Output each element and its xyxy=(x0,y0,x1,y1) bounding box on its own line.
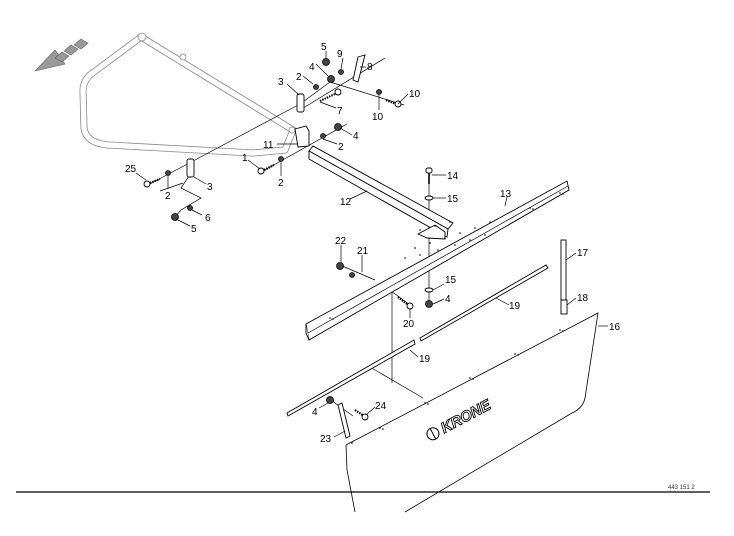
callout-4: 4 xyxy=(309,62,315,73)
threaded-rod-7 xyxy=(319,88,342,102)
bracket-3-upper xyxy=(296,93,305,113)
bolt-20 xyxy=(397,296,414,310)
callout-17: 17 xyxy=(577,248,589,259)
callout-10: 9 xyxy=(337,49,343,60)
strip-17 xyxy=(560,239,567,301)
callout-2: 2 xyxy=(338,142,344,153)
callout-25: 25 xyxy=(125,164,137,175)
callout-8: 8 xyxy=(367,62,373,73)
callout-18: 18 xyxy=(577,293,589,304)
bolt-1 xyxy=(257,164,275,175)
callout-23: 23 xyxy=(320,434,332,445)
callout-7: 7 xyxy=(337,106,343,117)
callout-20: 20 xyxy=(403,319,415,330)
callout-5: 5 xyxy=(191,224,197,235)
callout-labels: 5 9 8 4 2 3 7 10 10 4 2 11 1 2 25 2 3 6 … xyxy=(125,42,621,445)
callout-21: 21 xyxy=(357,246,369,257)
callout-19: 19 xyxy=(419,354,431,365)
arrow-dash-3 xyxy=(73,38,89,50)
callout-4: 4 xyxy=(353,131,359,142)
callout-3: 3 xyxy=(207,182,213,193)
bracket-arm-8 xyxy=(352,54,366,83)
callout-13: 13 xyxy=(500,189,512,200)
bolt-25 xyxy=(143,177,161,188)
callout-11: 11 xyxy=(263,140,274,151)
callout-2: 2 xyxy=(165,191,171,202)
clamping-strip-19-upper xyxy=(419,264,549,342)
sleeve-23 xyxy=(337,402,351,439)
bracket-3-lower xyxy=(186,158,195,178)
fasteners xyxy=(165,58,434,404)
callout-10: 10 xyxy=(372,112,384,123)
krone-logo-text: KRONE xyxy=(438,396,495,437)
support-arm-12 xyxy=(308,145,454,240)
callout-5: 5 xyxy=(321,42,327,53)
callout-22: 22 xyxy=(335,236,347,247)
tubular-frame xyxy=(79,32,297,157)
callout-2: 2 xyxy=(278,178,284,189)
callout-14: 14 xyxy=(447,171,459,182)
bolt-24 xyxy=(354,409,369,421)
bolt-14 xyxy=(425,167,433,184)
spacer-block-11 xyxy=(294,125,310,148)
callout-6: 6 xyxy=(205,213,211,224)
callout-19: 19 xyxy=(509,301,521,312)
callout-4: 4 xyxy=(445,294,451,305)
document-number: 443 151 2 xyxy=(668,485,695,491)
carrier-rail-13 xyxy=(305,180,570,341)
callout-2: 2 xyxy=(296,72,302,83)
callout-12: 12 xyxy=(340,197,352,208)
clip-18 xyxy=(560,299,568,315)
callout-9: 10 xyxy=(409,89,421,100)
callout-16: 16 xyxy=(609,322,621,333)
callout-3: 3 xyxy=(278,77,284,88)
arrow-dash-1 xyxy=(54,51,70,63)
guard-plate-16 xyxy=(345,312,599,513)
callout-15: 15 xyxy=(447,194,459,205)
travel-direction-arrow xyxy=(34,38,89,72)
arrow-dash-2 xyxy=(63,44,79,56)
callout-1: 1 xyxy=(242,153,248,164)
clamping-strip-19-lower xyxy=(286,339,416,417)
leader-lines xyxy=(135,51,608,438)
callout-4: 4 xyxy=(312,407,318,418)
assembly-axis-lines xyxy=(147,57,430,417)
callout-15: 15 xyxy=(445,275,457,286)
krone-logo: KRONE xyxy=(426,396,495,441)
callout-24: 24 xyxy=(375,401,387,412)
